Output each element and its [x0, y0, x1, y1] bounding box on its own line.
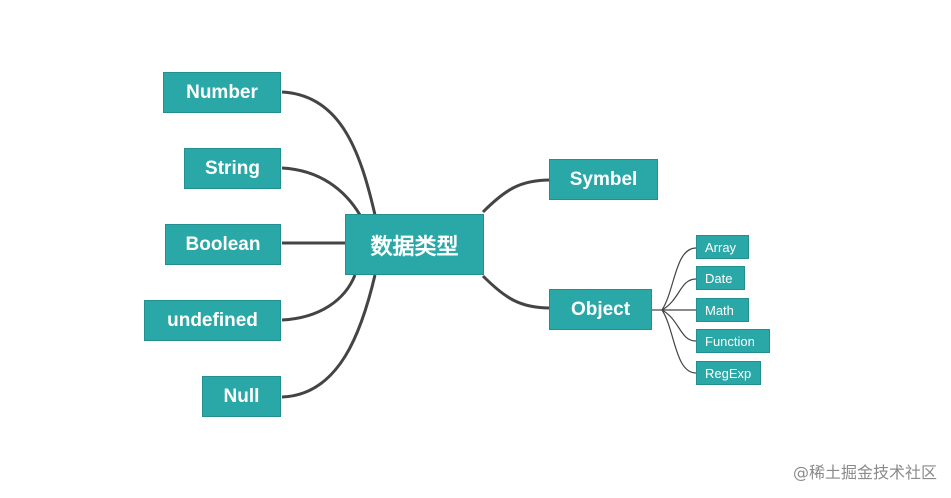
leaf-function: Function: [696, 329, 770, 353]
leaf-math: Math: [696, 298, 749, 322]
branch-symbel: Symbel: [549, 159, 658, 200]
central-node: 数据类型: [345, 214, 484, 275]
connector-object: [481, 274, 551, 310]
connector-function: [661, 309, 697, 342]
connector-date: [661, 278, 697, 311]
branch-number: Number: [163, 72, 281, 113]
watermark: @稀土掘金技术社区: [792, 463, 937, 482]
branch-undefined: undefined: [144, 300, 281, 341]
branch-null: Null: [202, 376, 281, 417]
leaf-array: Array: [696, 235, 749, 259]
branch-boolean: Boolean: [165, 224, 281, 265]
leaf-date: Date: [696, 266, 745, 290]
connector-number: [281, 90, 377, 216]
connector-null: [281, 274, 377, 399]
connector-regexp: [661, 309, 697, 374]
connector-string: [281, 166, 362, 216]
connector-symbel: [481, 178, 551, 214]
leaf-regexp: RegExp: [696, 361, 761, 385]
branch-string: String: [184, 148, 281, 189]
connector-array: [661, 247, 697, 311]
connector-undefined: [281, 274, 357, 322]
branch-object: Object: [549, 289, 652, 330]
